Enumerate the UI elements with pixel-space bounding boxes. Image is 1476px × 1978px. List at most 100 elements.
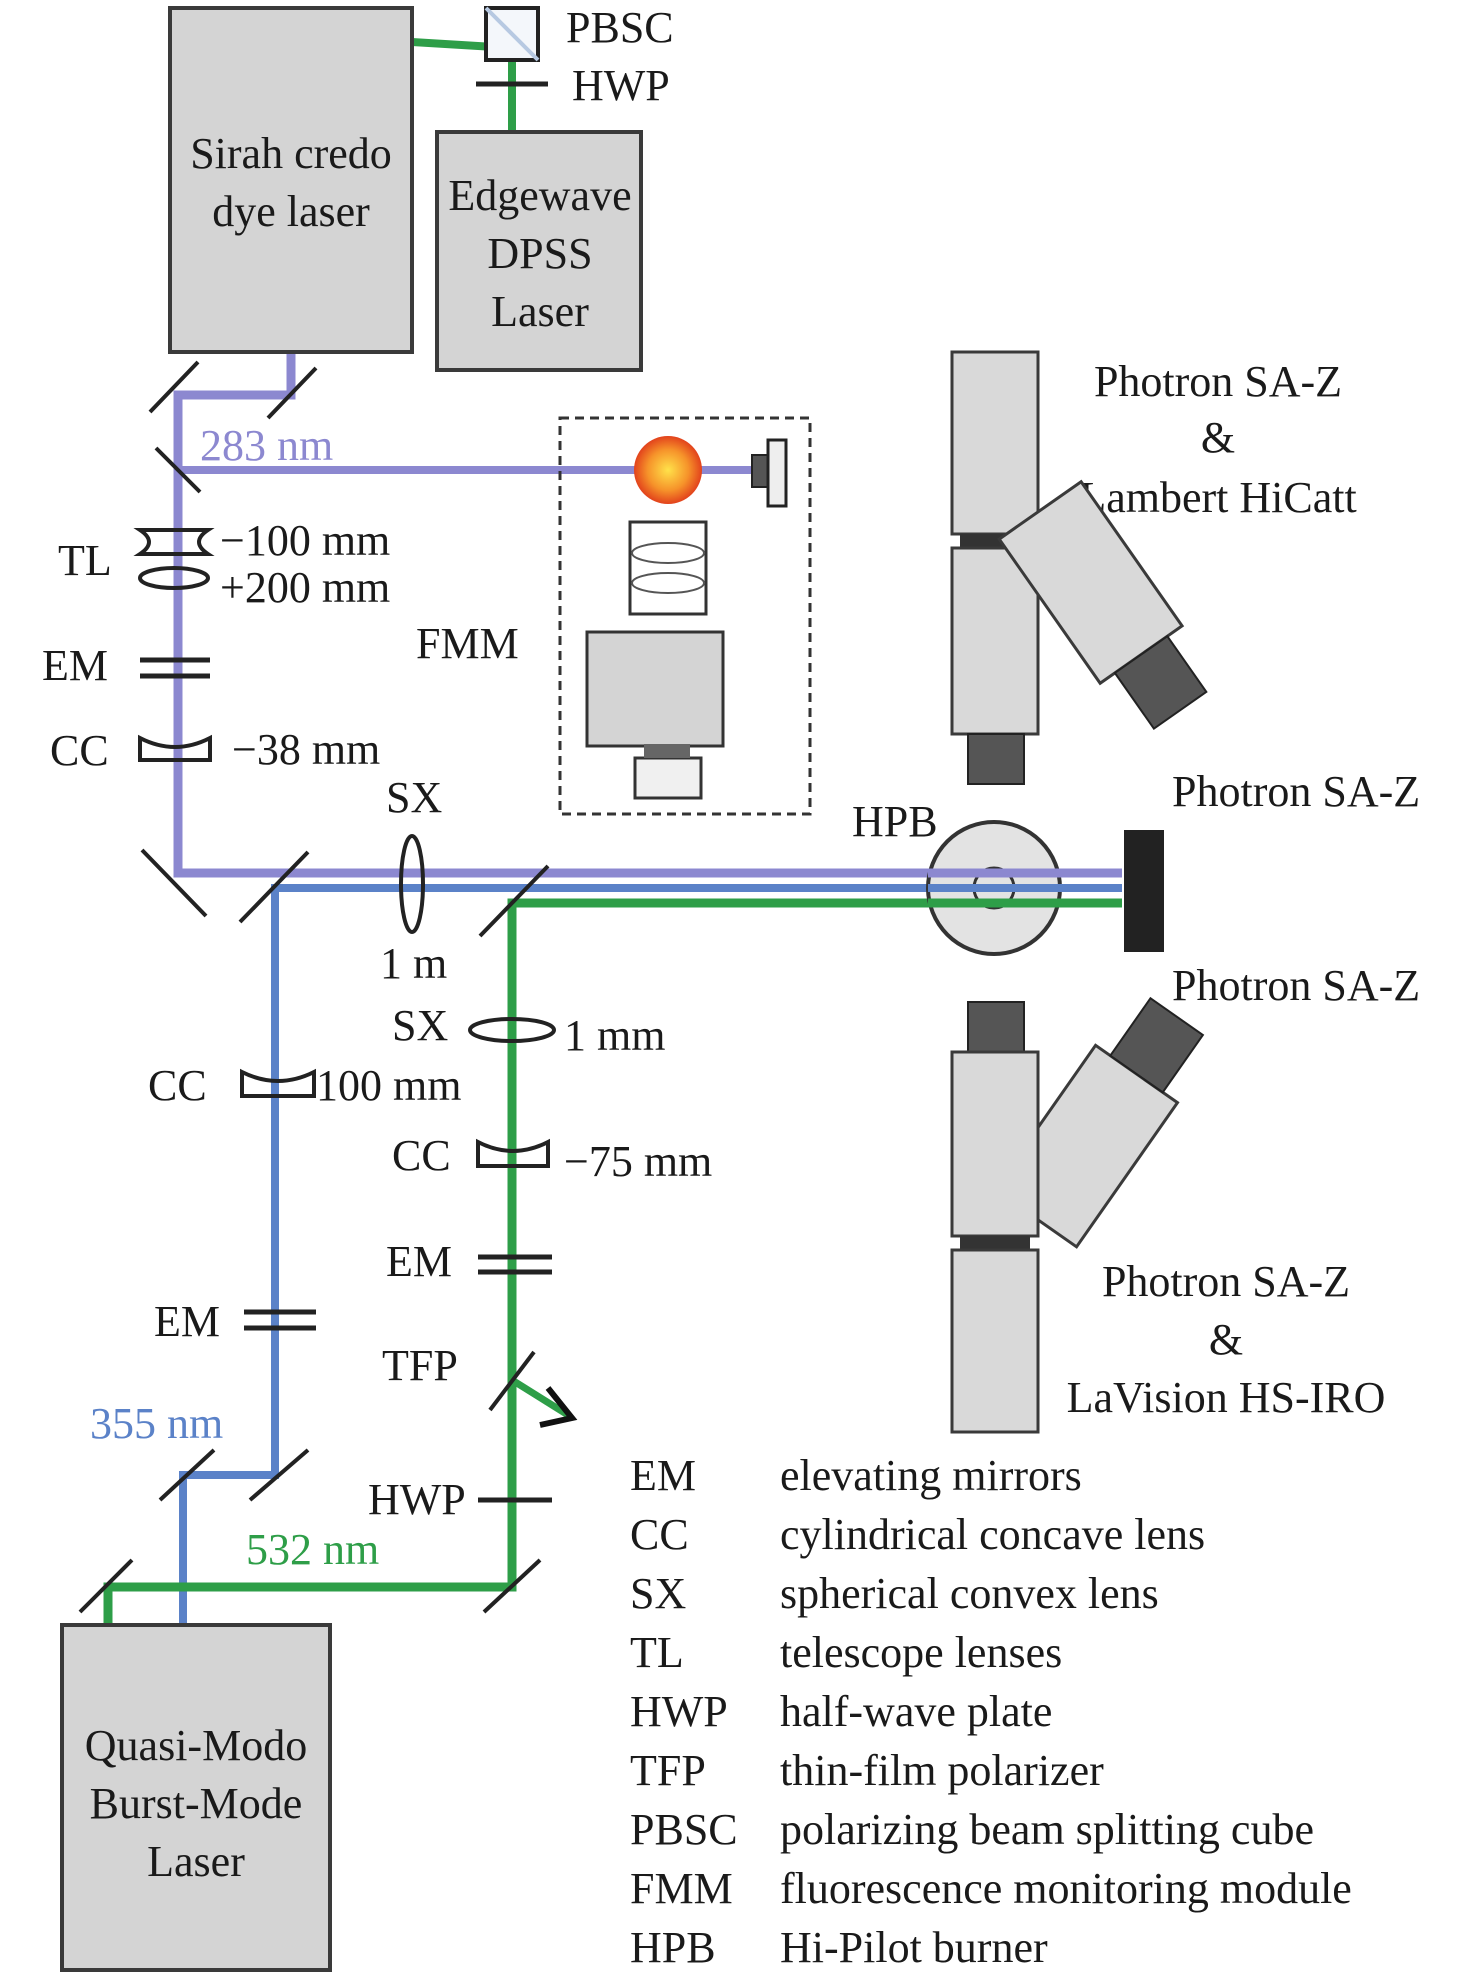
camera-upper-right-label: Photron SA-Z — [1172, 767, 1420, 816]
hpb-label: HPB — [852, 797, 938, 846]
legend-description: thin-film polarizer — [780, 1746, 1104, 1795]
hwp-bottom-label: HWP — [368, 1475, 466, 1524]
dichroic-355 — [238, 850, 310, 924]
em-green-label: EM — [386, 1237, 452, 1286]
legend-abbr: FMM — [630, 1864, 733, 1913]
tl-label: TL — [58, 536, 112, 585]
sx-green-focal: 1 mm — [564, 1011, 665, 1060]
beam-283-path — [173, 352, 1122, 878]
hwp-top-label: HWP — [572, 61, 670, 110]
legend-abbr: EM — [630, 1451, 696, 1500]
legend-abbr: PBSC — [630, 1805, 738, 1854]
mirror-355-lower — [158, 1448, 216, 1502]
beam-532-reject — [510, 1377, 570, 1418]
legend-abbr: TFP — [630, 1746, 706, 1795]
camera-top-label-3: Lambert HiCatt — [1079, 473, 1356, 522]
camera-top-label-1: Photron SA-Z — [1094, 357, 1342, 406]
sx-green-lens — [468, 1017, 556, 1043]
legend-abbr: CC — [630, 1510, 689, 1559]
fmm-beam-dump — [751, 454, 769, 488]
quasimodo-laser: Quasi-Modo Burst-Mode Laser — [60, 1623, 332, 1972]
legend-abbr: TL — [630, 1628, 684, 1677]
mirror-283-corner — [140, 848, 208, 918]
edgewave-label-3: Laser — [491, 287, 589, 336]
legend-description: cylindrical concave lens — [780, 1510, 1205, 1559]
sx-main-focal: 1 m — [380, 939, 447, 988]
tfp-plate — [488, 1350, 536, 1412]
camera-upper-right — [997, 479, 1208, 731]
tl-negative-lens — [133, 528, 215, 556]
beamsplitter-283-fmm — [154, 446, 202, 494]
mirror-532-left — [78, 1558, 134, 1614]
legend-abbr: SX — [630, 1569, 686, 1618]
legend-abbr: HWP — [630, 1687, 728, 1736]
mirror-sirah-right — [266, 366, 318, 420]
sx-main-lens — [399, 834, 425, 934]
quasimodo-label-2: Burst-Mode — [90, 1779, 303, 1828]
wavelength-532: 532 nm — [246, 1525, 379, 1574]
reject-arrowhead — [539, 1386, 578, 1428]
sx-main-label: SX — [386, 773, 442, 822]
quasimodo-label-1: Quasi-Modo — [85, 1721, 307, 1770]
tfp-label: TFP — [382, 1341, 458, 1390]
legend-description: polarizing beam splitting cube — [780, 1805, 1314, 1854]
edgewave-label-1: Edgewave — [448, 171, 631, 220]
mirror-sirah-left — [148, 360, 200, 414]
cc-green-lens — [476, 1138, 550, 1168]
camera-lower-right — [992, 996, 1205, 1249]
legend-description: fluorescence monitoring module — [780, 1864, 1352, 1913]
legend-abbr: HPB — [630, 1923, 716, 1972]
cc-green-focal: −75 mm — [564, 1137, 712, 1186]
legend-description: elevating mirrors — [780, 1451, 1082, 1500]
pbsc-diagonal — [484, 6, 540, 62]
mirror-532-right — [482, 1558, 542, 1614]
flame-icon — [634, 436, 702, 504]
cc-upper-lens — [138, 734, 212, 762]
mirror-355-upper — [248, 1448, 310, 1502]
camera-lower-right-label: Photron SA-Z — [1172, 961, 1420, 1010]
tl-positive-lens — [138, 566, 210, 590]
legend-description: half-wave plate — [780, 1687, 1052, 1736]
fmm-filter-stack — [628, 520, 708, 616]
tl-neg-focal: −100 mm — [220, 516, 390, 565]
fmm-camera-cap — [633, 756, 703, 800]
cc-upper-label: CC — [50, 726, 109, 775]
legend-description: telescope lenses — [780, 1628, 1062, 1677]
legend-description: spherical convex lens — [780, 1569, 1159, 1618]
sirah-laser: Sirah credo dye laser — [168, 6, 414, 354]
cc-green-label: CC — [392, 1131, 451, 1180]
tl-pos-focal: +200 mm — [220, 563, 390, 612]
camera-top-stack — [950, 350, 1040, 785]
quasimodo-label-3: Laser — [147, 1837, 245, 1886]
sx-green-label: SX — [392, 1001, 448, 1050]
camera-bottom-label-1: Photron SA-Z — [1102, 1257, 1350, 1306]
fmm-camera-body — [585, 630, 725, 748]
camera-bottom-stack — [950, 1001, 1040, 1434]
beam-dump — [1124, 830, 1164, 952]
cc-upper-focal: −38 mm — [232, 725, 380, 774]
sirah-label-1: Sirah credo — [190, 129, 392, 178]
wavelength-283: 283 nm — [200, 421, 333, 470]
dichroic-532 — [478, 864, 550, 938]
legend-description: Hi-Pilot burner — [780, 1923, 1048, 1972]
fluorescence-monitoring-module — [558, 416, 812, 816]
cc-blue-lens — [240, 1068, 316, 1098]
camera-bottom-label-2: & — [1209, 1315, 1243, 1364]
edgewave-label-2: DPSS — [487, 229, 592, 278]
beam-355-path — [179, 884, 1122, 1625]
camera-bottom-label-3: LaVision HS-IRO — [1067, 1373, 1386, 1422]
wavelength-355: 355 nm — [90, 1399, 223, 1448]
edgewave-laser: Edgewave DPSS Laser — [435, 130, 643, 372]
cc-blue-label: CC — [148, 1061, 207, 1110]
pbsc-label: PBSC — [566, 3, 674, 52]
camera-top-label-2: & — [1201, 413, 1235, 462]
fmm-label: FMM — [416, 619, 519, 668]
em-blue-label: EM — [154, 1297, 220, 1346]
em-upper-label: EM — [42, 641, 108, 690]
fmm-detector-mount — [766, 438, 788, 508]
cc-blue-focal: 100 mm — [316, 1061, 461, 1110]
sirah-label-2: dye laser — [212, 187, 370, 236]
